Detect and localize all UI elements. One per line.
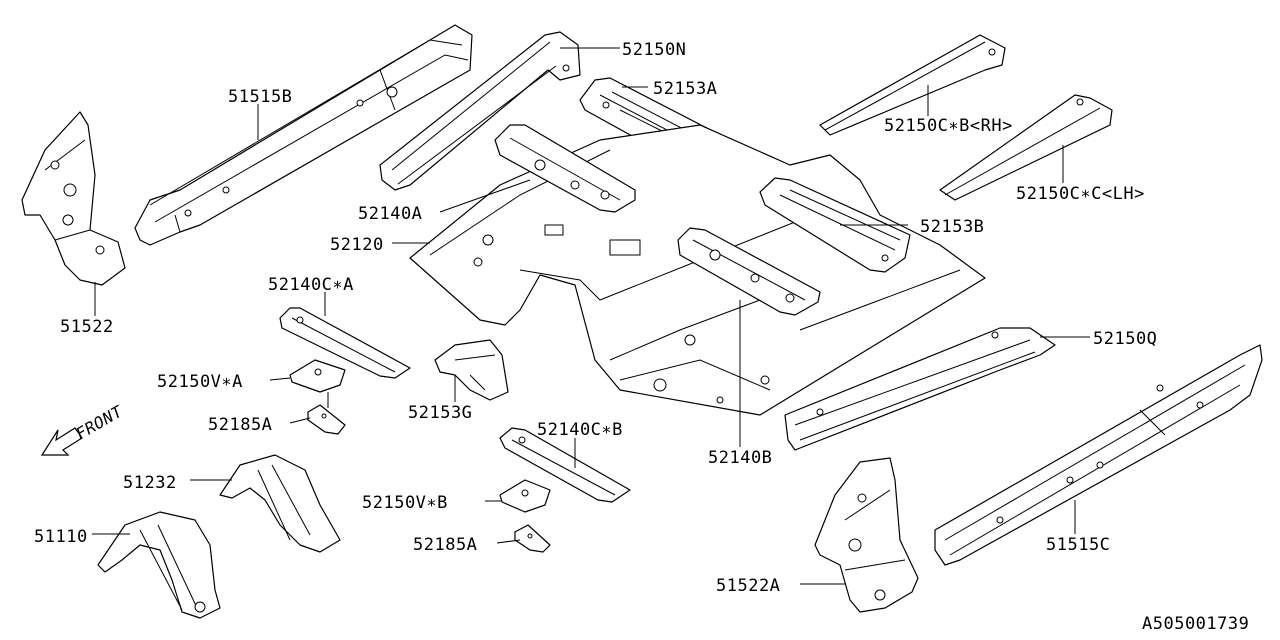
label-52150q[interactable]: 52150Q: [1093, 329, 1157, 349]
label-52150n[interactable]: 52150N: [622, 40, 686, 60]
part-52140c-a-crossmember[interactable]: [279, 307, 411, 379]
label-51515c[interactable]: 51515C: [1046, 535, 1110, 555]
label-52150c-c-lh[interactable]: 52150C∗C<LH>: [1016, 184, 1145, 204]
label-52140c-b[interactable]: 52140C∗B: [537, 420, 623, 440]
leader-lines: [92, 47, 1090, 585]
label-51232[interactable]: 51232: [123, 473, 177, 493]
label-52185a-2[interactable]: 52185A: [413, 535, 477, 555]
part-52140b-crossmember[interactable]: [677, 227, 821, 316]
part-51232-wheelhouse[interactable]: [219, 454, 341, 553]
label-51522a[interactable]: 51522A: [716, 576, 780, 596]
label-52150v-a[interactable]: 52150V∗A: [157, 372, 243, 392]
part-52185a-bracket-2[interactable]: [514, 524, 551, 553]
label-51110[interactable]: 51110: [34, 527, 88, 547]
label-52140c-a[interactable]: 52140C∗A: [268, 275, 354, 295]
part-51515b-sill-left[interactable]: [134, 24, 473, 246]
front-direction-indicator: FRONT: [40, 401, 127, 456]
label-52140b[interactable]: 52140B: [708, 448, 772, 468]
label-52153g[interactable]: 52153G: [408, 403, 472, 423]
part-52120-floor-panel[interactable]: [409, 124, 986, 416]
part-labels: 51515B 52150N 52153A 52150C∗B<RH> 52150C…: [34, 40, 1249, 634]
label-52150c-b-rh[interactable]: 52150C∗B<RH>: [884, 116, 1013, 136]
part-52150v-b-bracket[interactable]: [499, 479, 551, 513]
part-52153b-crossmember[interactable]: [759, 177, 911, 273]
label-52185a-1[interactable]: 52185A: [208, 415, 272, 435]
part-52153g-bracket[interactable]: [434, 339, 509, 401]
label-52120[interactable]: 52120: [330, 235, 384, 255]
label-52150v-b[interactable]: 52150V∗B: [362, 493, 448, 513]
label-51522[interactable]: 51522: [60, 317, 114, 337]
part-52140a-crossmember[interactable]: [494, 124, 636, 213]
part-52140c-b-crossmember[interactable]: [499, 427, 631, 503]
front-arrow-icon: [40, 427, 83, 456]
diagram-id: A505001739: [1142, 614, 1249, 634]
label-51515b[interactable]: 51515B: [228, 87, 292, 107]
part-52185a-bracket-1[interactable]: [307, 404, 346, 435]
label-52153b[interactable]: 52153B: [920, 217, 984, 237]
part-52150q-rail[interactable]: [784, 327, 1056, 451]
part-51110-wheelhouse[interactable]: [97, 511, 221, 619]
part-51515c-sill-right[interactable]: [934, 344, 1263, 566]
label-52153a[interactable]: 52153A: [653, 79, 717, 99]
part-51522a-pillar[interactable]: [814, 457, 919, 613]
front-label: FRONT: [73, 401, 127, 443]
part-52150c-b-rh-rail[interactable]: [819, 34, 1006, 136]
label-52140a[interactable]: 52140A: [358, 204, 422, 224]
part-52150v-a-bracket[interactable]: [289, 359, 346, 393]
part-52150n-rail[interactable]: [379, 31, 581, 191]
part-52150c-c-lh-rail[interactable]: [939, 94, 1113, 201]
part-51522-pillar[interactable]: [21, 111, 126, 286]
